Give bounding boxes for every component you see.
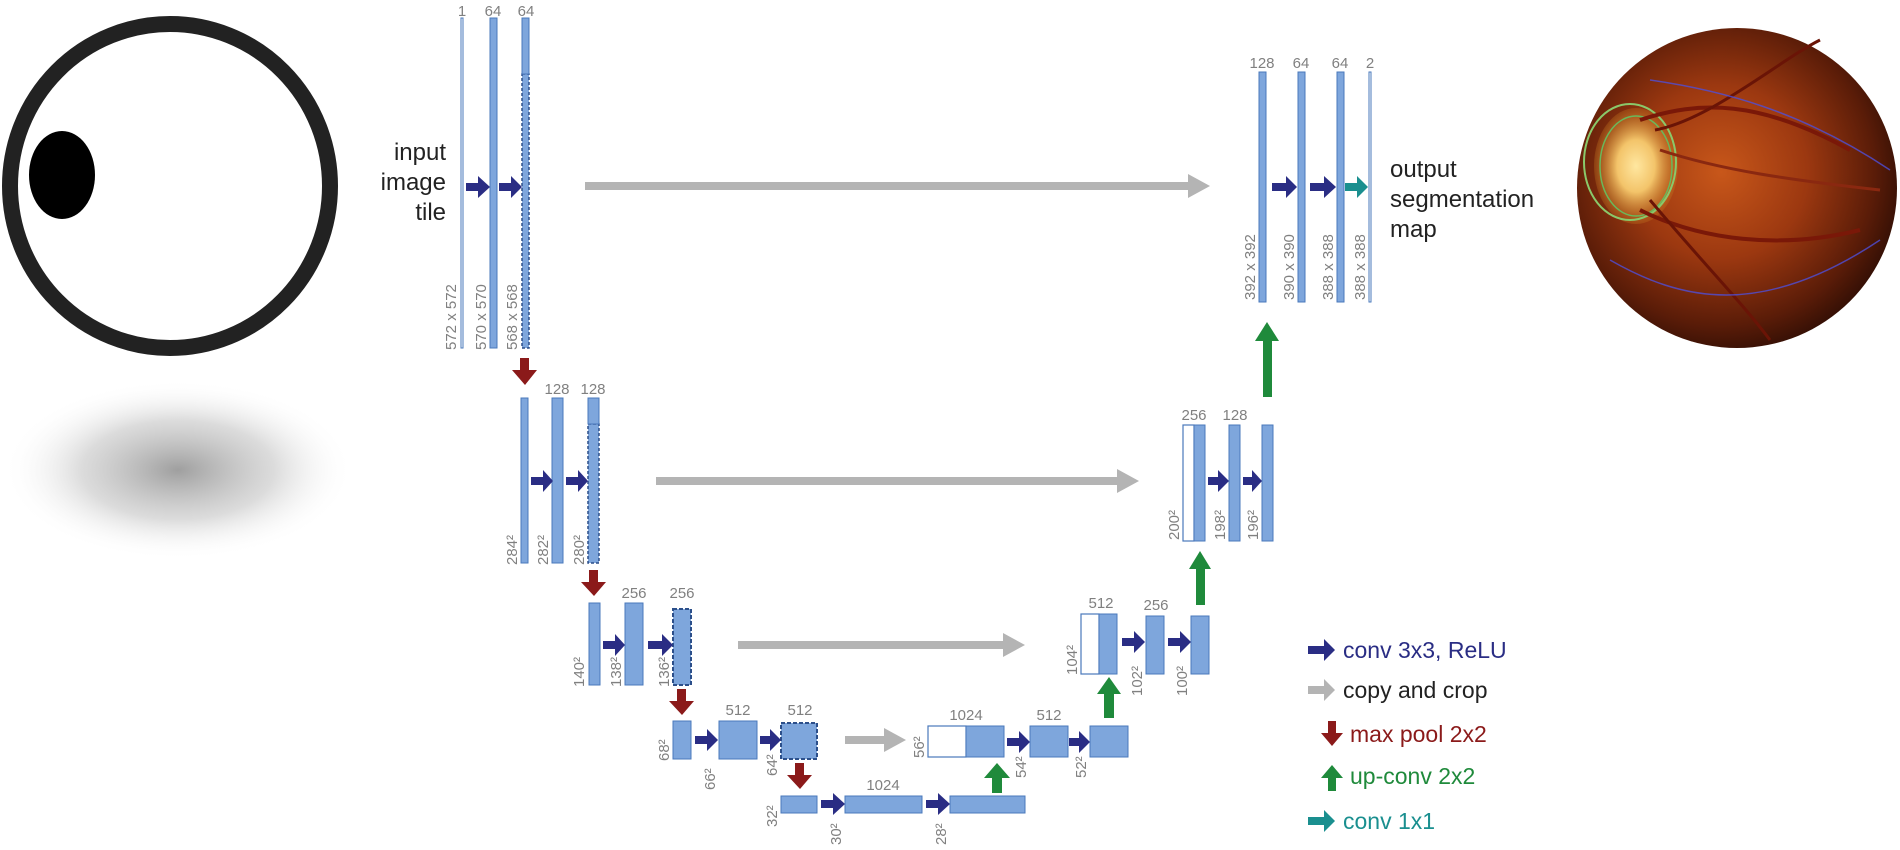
copy-crop-arrows bbox=[585, 174, 1210, 752]
output-label-line: segmentation bbox=[1390, 186, 1534, 213]
input-label-line: input bbox=[394, 139, 446, 166]
legend: conv 3x3, ReLU copy and crop max pool 2x… bbox=[1308, 637, 1507, 834]
copy-crop-arrow-level2 bbox=[656, 469, 1139, 493]
channel-label: 64 bbox=[518, 3, 535, 20]
legend-label: max pool 2x2 bbox=[1350, 721, 1487, 747]
output-label-line: map bbox=[1390, 216, 1437, 243]
channel-label: 128 bbox=[544, 381, 569, 398]
encoder-level-2: 128 128 284² 282² 280² bbox=[504, 381, 606, 565]
channel-label: 256 bbox=[621, 585, 646, 602]
size-label: 52² bbox=[1073, 756, 1090, 778]
legend-label: conv 1x1 bbox=[1343, 808, 1435, 834]
pool-arrow-1 bbox=[512, 358, 537, 385]
legend-item-maxpool: max pool 2x2 bbox=[1321, 721, 1487, 747]
channel-label: 64 bbox=[1293, 55, 1310, 72]
size-label: 570 x 570 bbox=[473, 284, 490, 350]
encoder-level-4: 512 512 68² 66² 64² bbox=[656, 702, 818, 790]
size-label: 388 x 388 bbox=[1320, 234, 1337, 300]
size-label: 568 x 568 bbox=[504, 284, 521, 350]
channel-label: 256 bbox=[669, 585, 694, 602]
upconv-arrow-2 bbox=[1097, 677, 1121, 718]
segmentation-mask-image bbox=[2, 16, 338, 356]
size-label: 64² bbox=[764, 754, 781, 776]
size-label: 66² bbox=[702, 768, 719, 790]
channel-label: 512 bbox=[725, 702, 750, 719]
legend-label: up-conv 2x2 bbox=[1350, 763, 1475, 789]
pool-arrow-icon bbox=[1321, 721, 1343, 746]
upconv-arrow-icon bbox=[1321, 765, 1343, 791]
copy-crop-arrow-level1 bbox=[585, 174, 1210, 198]
channel-label: 512 bbox=[1088, 595, 1113, 612]
input-label-line: tile bbox=[415, 199, 446, 226]
legend-item-conv1x1: conv 1x1 bbox=[1308, 808, 1435, 834]
size-label: 56² bbox=[911, 736, 928, 758]
channel-label: 2 bbox=[1366, 55, 1374, 72]
size-label: 282² bbox=[535, 535, 552, 565]
channel-label: 128 bbox=[580, 381, 605, 398]
decoder-level-3: 512 256 104² 102² 100² bbox=[1064, 595, 1210, 696]
channel-label: 1 bbox=[458, 3, 466, 20]
size-label: 390 x 390 bbox=[1281, 234, 1298, 300]
size-label: 392 x 392 bbox=[1242, 234, 1259, 300]
output-label-line: output bbox=[1390, 156, 1457, 183]
channel-label: 1024 bbox=[866, 777, 899, 794]
size-label: 68² bbox=[656, 739, 673, 761]
pool-arrow-4 bbox=[787, 763, 812, 789]
channel-label: 256 bbox=[1181, 407, 1206, 424]
copy-crop-arrow-level3 bbox=[738, 633, 1025, 657]
conv-arrow-icon bbox=[1308, 639, 1335, 661]
size-label: 136² bbox=[656, 657, 673, 687]
channel-label: 512 bbox=[1036, 707, 1061, 724]
size-label: 28² bbox=[933, 823, 950, 845]
size-label: 198² bbox=[1212, 510, 1229, 540]
fundus-photo-image bbox=[1577, 28, 1897, 348]
encoder-level-1: 1 64 64 572 x 572 570 x 570 568 x 568 in… bbox=[381, 3, 535, 350]
size-label: 138² bbox=[608, 657, 625, 687]
size-label: 284² bbox=[504, 535, 521, 565]
upconv-arrow-4 bbox=[1255, 322, 1279, 397]
channel-label: 1024 bbox=[949, 707, 982, 724]
input-label-line: image bbox=[381, 169, 446, 196]
decoder-level-1: 128 64 64 2 392 x 392 390 x 390 388 x 38… bbox=[1242, 55, 1534, 303]
legend-item-upconv: up-conv 2x2 bbox=[1321, 763, 1475, 791]
decoder-level-2: 256 128 200² 198² 196² bbox=[1166, 407, 1274, 542]
size-label: 200² bbox=[1166, 510, 1183, 540]
size-label: 140² bbox=[571, 657, 588, 687]
legend-item-copy: copy and crop bbox=[1308, 677, 1487, 703]
size-label: 572 x 572 bbox=[443, 284, 460, 350]
copy-arrow-icon bbox=[1308, 679, 1335, 701]
upconv-arrow-3 bbox=[1189, 551, 1211, 605]
channel-label: 256 bbox=[1143, 597, 1168, 614]
size-label: 30² bbox=[828, 823, 845, 845]
channel-label: 64 bbox=[1332, 55, 1349, 72]
size-label: 388 x 388 bbox=[1352, 234, 1369, 300]
channel-label: 128 bbox=[1249, 55, 1274, 72]
channel-label: 512 bbox=[787, 702, 812, 719]
size-label: 32² bbox=[764, 805, 781, 827]
pool-arrow-3 bbox=[669, 689, 694, 715]
decoder-level-4: 1024 512 56² 54² 52² bbox=[911, 707, 1129, 778]
legend-label: conv 3x3, ReLU bbox=[1343, 637, 1507, 663]
pool-arrow-2 bbox=[581, 570, 606, 596]
copy-crop-arrow-level4 bbox=[845, 728, 906, 752]
conv1x1-arrow-icon bbox=[1308, 810, 1335, 832]
encoder-level-3: 256 256 140² 138² 136² bbox=[571, 585, 695, 687]
size-label: 102² bbox=[1129, 666, 1146, 696]
channel-label: 128 bbox=[1222, 407, 1247, 424]
channel-label: 64 bbox=[485, 3, 502, 20]
size-label: 54² bbox=[1013, 756, 1030, 778]
upconv-arrow-1 bbox=[984, 763, 1010, 793]
bottleneck: 1024 32² 30² 28² bbox=[764, 777, 1026, 845]
size-label: 196² bbox=[1245, 510, 1262, 540]
size-label: 100² bbox=[1174, 666, 1191, 696]
legend-item-conv3x3: conv 3x3, ReLU bbox=[1308, 637, 1507, 663]
size-label: 104² bbox=[1064, 645, 1081, 675]
legend-label: copy and crop bbox=[1343, 677, 1487, 703]
shadow-blur-image bbox=[3, 365, 360, 565]
size-label: 280² bbox=[571, 535, 588, 565]
